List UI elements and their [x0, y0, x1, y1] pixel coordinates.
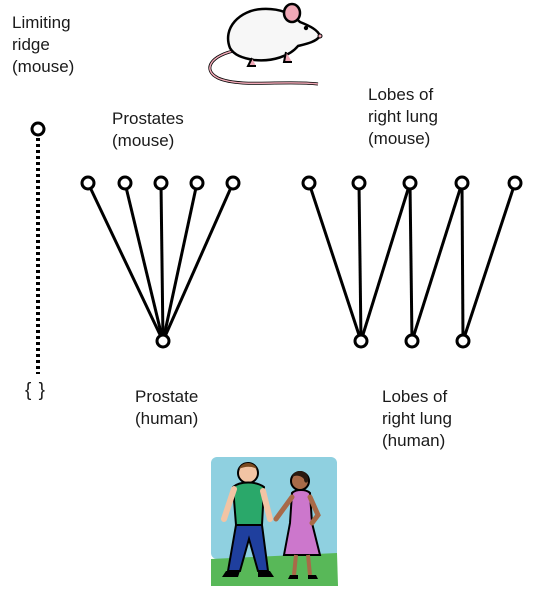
- lung-edge: [410, 182, 464, 342]
- lung-mouse-node: [507, 175, 523, 191]
- mouse-ear: [282, 2, 302, 24]
- prostate-human-label: Prostate (human): [135, 387, 199, 428]
- mouse-illustration: [208, 2, 323, 86]
- lung-edge: [460, 182, 465, 342]
- man-arm: [260, 488, 273, 522]
- prostate-human-node: [155, 333, 171, 349]
- empty-set-label: { }: [25, 380, 46, 401]
- prostate-edge: [86, 182, 165, 342]
- prostate-mouse-node: [225, 175, 241, 191]
- mouse-eye: [303, 25, 309, 31]
- prostate-edge: [161, 182, 199, 342]
- lung-edge: [408, 182, 414, 342]
- prostate-mouse-node: [117, 175, 133, 191]
- man-arm: [221, 486, 237, 522]
- prostate-mouse-node: [153, 175, 169, 191]
- woman-dress: [282, 489, 322, 556]
- lung-mouse-node: [351, 175, 367, 191]
- woman-shoe: [308, 575, 318, 579]
- man-shoe: [222, 571, 240, 577]
- prostate-mouse-node: [80, 175, 96, 191]
- prostate-mouse-node: [189, 175, 205, 191]
- lung-edge: [359, 182, 412, 342]
- woman-hair: [292, 471, 309, 483]
- mouse-tail-pink: [209, 49, 319, 85]
- mouse-foot: [282, 51, 292, 63]
- lung-human-nodes: [353, 333, 471, 349]
- limiting-ridge-mouse-label: Limiting ridge (mouse): [12, 13, 75, 76]
- lung-edge: [307, 182, 363, 342]
- prostate-mouse-nodes: [80, 175, 241, 191]
- lung-edge: [461, 182, 517, 342]
- woman-shoe: [288, 575, 298, 579]
- mouse-nose: [317, 33, 323, 39]
- man-shirt: [231, 481, 266, 526]
- prostates-mouse-label: Prostates (mouse): [112, 109, 184, 150]
- woman-leg: [292, 554, 298, 576]
- lung-mouse-node: [301, 175, 317, 191]
- lung-human-node: [455, 333, 471, 349]
- prostate-edge: [159, 182, 165, 342]
- lung-edge: [357, 182, 363, 342]
- lung-mouse-nodes: [301, 175, 523, 191]
- woman-arm: [273, 494, 295, 522]
- woman-arm: [307, 494, 321, 526]
- man-hair: [239, 463, 257, 469]
- mouse-foot: [246, 57, 256, 67]
- lung-mouse-node: [402, 175, 418, 191]
- woman-leg: [306, 554, 312, 576]
- prostate-edge: [161, 182, 235, 342]
- lobes-right-lung-mouse-label: Lobes of right lung (mouse): [368, 85, 438, 148]
- limiting-ridge-node: [30, 121, 46, 137]
- human-couple-illustration: [211, 457, 338, 586]
- prostate-edge: [123, 182, 165, 342]
- man-shoe: [258, 571, 274, 577]
- lung-edges: [307, 182, 517, 342]
- lung-human-node: [353, 333, 369, 349]
- lobes-right-lung-human-label: Lobes of right lung (human): [382, 387, 452, 450]
- lung-human-node: [404, 333, 420, 349]
- prostate-edges: [86, 182, 235, 342]
- lung-mouse-node: [454, 175, 470, 191]
- mouse-body: [227, 7, 322, 62]
